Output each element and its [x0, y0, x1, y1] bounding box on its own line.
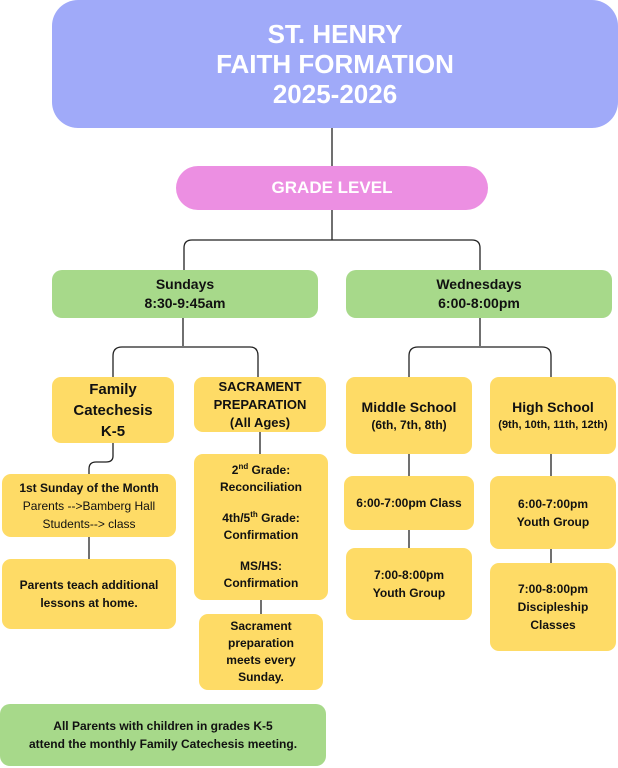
- middle-school-box: Middle School (6th, 7th, 8th): [346, 377, 472, 454]
- grade-45-line: 4th/5th Grade:: [222, 510, 300, 527]
- sacrament-prep-line-3: (All Ages): [229, 414, 291, 430]
- grade-level-pill: GRADE LEVEL: [176, 166, 488, 210]
- grade-2-line: 2nd Grade:: [232, 462, 290, 479]
- all-parents-line-1: All Parents with children in grades K-5: [53, 719, 273, 733]
- high-school-box: High School (9th, 10th, 11th, 12th): [490, 377, 616, 454]
- grade-45-suffix: th: [250, 510, 258, 519]
- grade-2-rest: Grade:: [248, 463, 291, 477]
- sundays-label: Sundays: [155, 276, 215, 292]
- ms-class-label: 6:00-7:00pm Class: [356, 496, 462, 510]
- ms-youth-label: Youth Group: [372, 586, 446, 600]
- grade-45-sacrament: Confirmation: [223, 528, 299, 542]
- title-line-2: FAITH FORMATION: [216, 49, 454, 79]
- hs-youth-box: 6:00-7:00pm Youth Group: [490, 476, 616, 549]
- sacrament-weekly-line-3: meets every: [226, 653, 296, 667]
- grade-2-sacrament: Reconciliation: [219, 480, 302, 494]
- parents-teach-box: Parents teach additional lessons at home…: [2, 559, 176, 629]
- sundays-time: 8:30-9:45am: [144, 295, 226, 311]
- parents-teach-line-2: lessons at home.: [40, 596, 138, 610]
- first-sunday-heading: 1st Sunday of the Month: [19, 480, 159, 495]
- family-catechesis-line-3: K-5: [100, 422, 126, 440]
- grade-45-pre: 4th/5: [222, 511, 251, 525]
- hs-youth-time: 6:00-7:00pm: [517, 496, 589, 511]
- sundays-box: Sundays 8:30-9:45am: [52, 270, 318, 318]
- ms-youth-time: 7:00-8:00pm: [373, 568, 445, 582]
- wednesdays-box: Wednesdays 6:00-8:00pm: [346, 270, 612, 318]
- sacrament-weekly-line-1: Sacrament: [230, 619, 292, 633]
- parents-teach-line-1: Parents teach additional: [19, 578, 159, 592]
- grade-2-num: 2: [231, 463, 239, 477]
- sacrament-prep-line-2: PREPARATION: [213, 396, 307, 412]
- sacrament-prep-line-1: SACRAMENT: [218, 378, 302, 394]
- middle-school-grades: (6th, 7th, 8th): [371, 417, 447, 432]
- wednesdays-time: 6:00-8:00pm: [438, 295, 520, 311]
- high-school-grades: (9th, 10th, 11th, 12th): [498, 418, 608, 431]
- ms-class-box: 6:00-7:00pm Class: [344, 476, 474, 530]
- hs-disc-label-2: Classes: [530, 618, 576, 632]
- grade-2-suffix: nd: [238, 462, 249, 471]
- ms-youth-box: 7:00-8:00pm Youth Group: [346, 548, 472, 620]
- grade-45-rest: Grade:: [257, 511, 300, 525]
- sacrament-preparation-box: SACRAMENT PREPARATION (All Ages): [194, 377, 326, 432]
- all-parents-note: All Parents with children in grades K-5 …: [0, 704, 326, 766]
- first-sunday-box: 1st Sunday of the Month Parents -->Bambe…: [2, 474, 176, 537]
- all-parents-line-2: attend the monthly Family Catechesis mee…: [28, 737, 298, 751]
- family-catechesis-line-1: Family: [89, 380, 137, 398]
- family-catechesis-line-2: Catechesis: [73, 401, 153, 419]
- hs-youth-label: Youth Group: [516, 514, 590, 529]
- title-line-1: ST. HENRY: [267, 19, 403, 49]
- sacrament-grades-box: 2nd Grade: Reconciliation 4th/5th Grade:…: [194, 454, 328, 600]
- mshs-line: MS/HS:: [240, 559, 282, 573]
- middle-school-label: Middle School: [361, 398, 457, 415]
- sacrament-weekly-box: Sacrament preparation meets every Sunday…: [199, 614, 323, 690]
- family-catechesis-box: Family Catechesis K-5: [52, 377, 174, 443]
- sacrament-weekly-line-4: Sunday.: [238, 670, 284, 684]
- mshs-sacrament: Confirmation: [223, 576, 299, 590]
- first-sunday-students: Students--> class: [42, 516, 136, 531]
- hs-discipleship-box: 7:00-8:00pm Discipleship Classes: [490, 563, 616, 651]
- high-school-label: High School: [512, 398, 594, 415]
- hs-disc-label-1: Discipleship: [517, 600, 589, 614]
- first-sunday-parents: Parents -->Bamberg Hall: [22, 498, 156, 513]
- hs-disc-time: 7:00-8:00pm: [517, 582, 589, 596]
- grade-level-label: GRADE LEVEL: [271, 178, 393, 197]
- title-line-3: 2025-2026: [272, 79, 398, 109]
- title-banner: ST. HENRY FAITH FORMATION 2025-2026: [52, 0, 618, 128]
- wednesdays-label: Wednesdays: [436, 276, 522, 292]
- sacrament-weekly-line-2: preparation: [227, 636, 294, 650]
